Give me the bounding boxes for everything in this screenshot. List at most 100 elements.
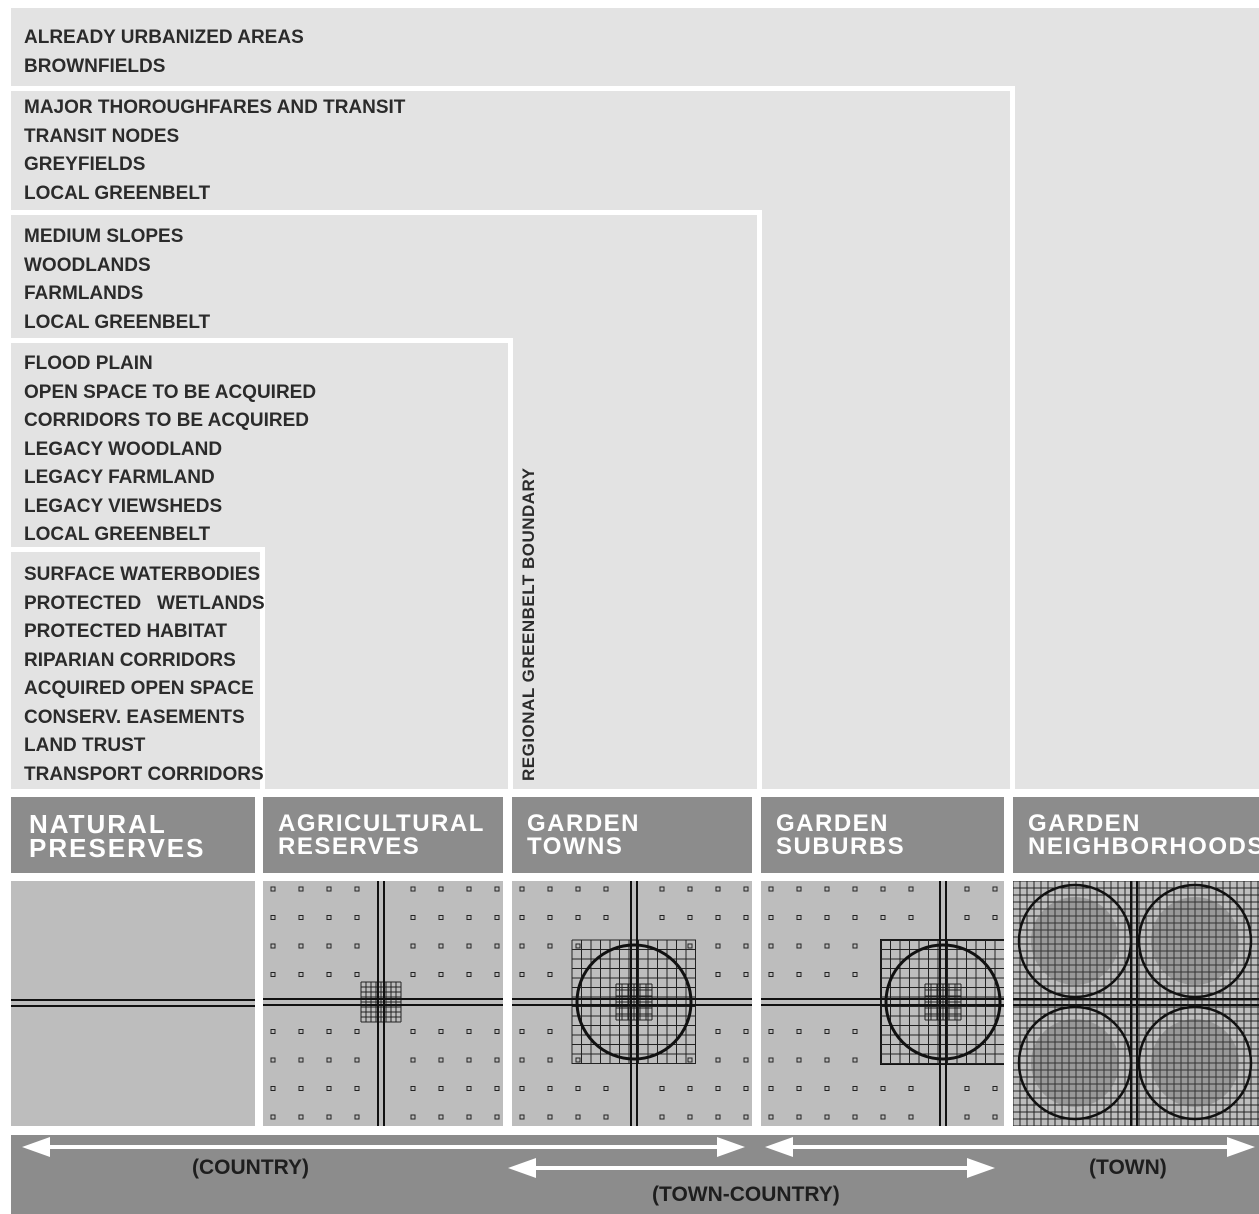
zone-item: ALREADY URBANIZED AREAS — [24, 27, 304, 48]
field-dot — [494, 915, 500, 920]
field-dot — [908, 915, 914, 920]
field-dot — [603, 1086, 609, 1091]
field-dot — [410, 972, 416, 977]
suburb-boundary-circle — [884, 943, 1002, 1061]
field-dot — [852, 1114, 858, 1120]
field-dot — [519, 943, 525, 949]
field-dot — [852, 1086, 858, 1091]
field-dot — [438, 1057, 444, 1063]
garden-towns-diagram — [512, 881, 752, 1126]
zone-item: LOCAL GREENBELT — [24, 524, 211, 545]
field-dot — [659, 886, 665, 892]
header-label: GARDEN SUBURBS — [776, 810, 906, 860]
zone-item: FARMLANDS — [24, 283, 144, 304]
field-dot — [908, 1086, 914, 1091]
field-dot — [298, 1057, 304, 1063]
field-dot — [547, 915, 553, 920]
field-dot — [687, 1086, 693, 1091]
field-dot — [796, 1057, 802, 1063]
header-agricultural-reserves: AGRICULTURAL RESERVES — [263, 797, 503, 873]
field-dot — [354, 1057, 360, 1063]
field-dot — [298, 915, 304, 920]
field-dot — [659, 1086, 665, 1091]
field-dot — [908, 886, 914, 892]
field-dot — [298, 943, 304, 949]
field-dot — [494, 1057, 500, 1063]
field-dot — [547, 1114, 553, 1120]
field-dot — [519, 972, 525, 977]
field-dot — [852, 915, 858, 920]
field-dot — [743, 1029, 749, 1034]
neighborhood-core — [1151, 1019, 1239, 1107]
neighborhood-core — [1151, 897, 1239, 985]
field-dot — [494, 886, 500, 892]
field-dot — [466, 1029, 472, 1034]
field-dot — [298, 1114, 304, 1120]
field-dot — [715, 915, 721, 920]
header-label: GARDEN TOWNS — [527, 810, 641, 860]
field-dot — [796, 1086, 802, 1091]
neighborhood-circle — [1137, 883, 1253, 999]
field-dot — [880, 1114, 886, 1120]
panel-garden-suburbs — [761, 881, 1004, 1126]
field-dot — [466, 886, 472, 892]
zone-item: PROTECTED WETLANDS — [24, 592, 265, 614]
field-dot — [494, 943, 500, 949]
field-dot — [715, 886, 721, 892]
field-dot — [438, 943, 444, 949]
zone-item: BROWNFIELDS — [24, 55, 166, 77]
field-dot — [715, 1086, 721, 1091]
field-dot — [687, 915, 693, 920]
neighborhood-circle — [1137, 1005, 1253, 1121]
scale-label-country: (COUNTRY) — [192, 1156, 310, 1179]
field-dot — [852, 1057, 858, 1063]
field-dot — [326, 1114, 332, 1120]
field-dot — [824, 1057, 830, 1063]
grid-pattern — [924, 983, 962, 1021]
field-dot — [992, 886, 998, 892]
field-dot — [547, 943, 553, 949]
field-dot — [354, 943, 360, 949]
field-dot — [659, 915, 665, 920]
field-dot — [796, 886, 802, 892]
field-dot — [687, 1057, 693, 1063]
scale-label-town: (TOWN) — [1089, 1156, 1167, 1179]
field-dot — [768, 1029, 774, 1034]
field-dot — [354, 972, 360, 977]
field-dot — [298, 972, 304, 977]
zone-slopes-list: MEDIUM SLOPES WOODLANDS FARMLANDS LOCAL … — [24, 223, 210, 337]
field-dot — [687, 886, 693, 892]
field-dot — [743, 943, 749, 949]
field-dot — [466, 1086, 472, 1091]
zone-item: LOCAL GREENBELT — [24, 311, 211, 333]
field-dot — [796, 1114, 802, 1120]
field-dot — [824, 972, 830, 977]
field-dot — [687, 943, 693, 949]
field-dot — [768, 972, 774, 977]
zone-item: LOCAL GREENBELT — [24, 182, 211, 204]
field-dot — [519, 1057, 525, 1063]
field-dot — [298, 1086, 304, 1091]
field-dot — [575, 915, 581, 920]
grid-pattern — [571, 939, 696, 1064]
field-dot — [410, 886, 416, 892]
field-dot — [964, 1114, 970, 1120]
field-dot — [768, 886, 774, 892]
field-dot — [715, 1029, 721, 1034]
field-dot — [603, 886, 609, 892]
field-dot — [743, 915, 749, 920]
field-dot — [438, 1086, 444, 1091]
neighborhood-core — [1031, 897, 1119, 985]
field-dot — [410, 1086, 416, 1091]
field-dot — [519, 1086, 525, 1091]
field-dot — [743, 1114, 749, 1120]
field-dot — [270, 943, 276, 949]
garden-suburbs-diagram — [761, 881, 1004, 1126]
field-dot — [354, 1029, 360, 1034]
header-garden-suburbs: GARDEN SUBURBS — [761, 797, 1004, 873]
field-dot — [796, 972, 802, 977]
town-boundary-circle — [575, 943, 693, 1061]
field-dot — [410, 943, 416, 949]
field-dot — [438, 915, 444, 920]
